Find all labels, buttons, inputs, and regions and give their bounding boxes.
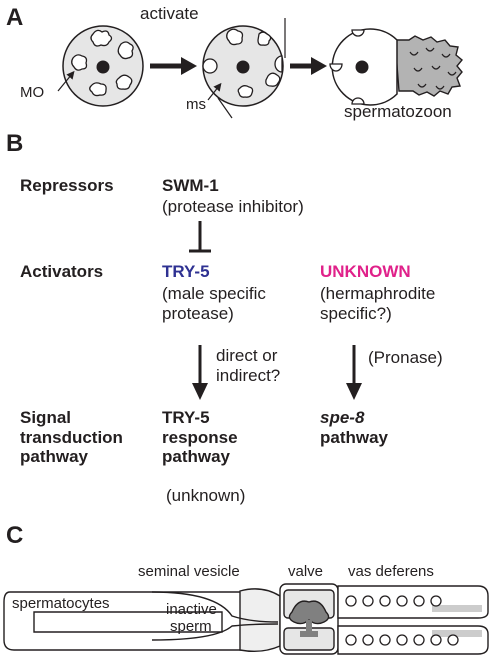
mo-label: MO — [20, 84, 45, 101]
panel-label-b: B — [6, 130, 24, 157]
panel-label-a: A — [6, 4, 24, 31]
inhibition-symbol — [189, 221, 211, 253]
swm1-description: (protease inhibitor) — [162, 197, 304, 216]
ms-label: ms — [186, 96, 206, 113]
spe8-pathway: spe-8 pathway — [320, 408, 388, 447]
panel-label-c: C — [6, 522, 24, 549]
row-signal-line-3: pathway — [20, 447, 89, 467]
direct-line-2: indirect? — [216, 365, 281, 385]
inactive-label: inactive — [166, 601, 217, 618]
activating-cell — [202, 18, 286, 119]
spe8-label: spe-8 — [320, 408, 365, 427]
unknown-description: (hermaphrodite specific?) — [320, 284, 435, 323]
spermatid-cell — [57, 25, 144, 107]
spermatozoon-label: spermatozoon — [344, 102, 452, 121]
try5-description: (male specific protease) — [162, 284, 266, 323]
unknown-label: UNKNOWN — [320, 262, 411, 281]
row-activators: Activators — [20, 262, 104, 281]
row-signal-transduction: Signal transduction pathway — [20, 408, 123, 467]
pronase-note: (Pronase) — [368, 348, 443, 367]
valve-label: valve — [288, 563, 324, 580]
spermatocytes-label: spermatocytes — [12, 595, 110, 612]
direct-indirect-note: direct or indirect? — [216, 346, 280, 385]
unknown-desc-line-1: (hermaphrodite — [320, 284, 436, 303]
try5-response-line-3: pathway — [162, 447, 231, 467]
row-repressors: Repressors — [20, 176, 114, 195]
try5-desc-line-2: protease) — [162, 303, 234, 323]
sperm-label: sperm — [170, 618, 212, 635]
arrow-unknown — [346, 345, 362, 400]
try5-response-line-2: response — [162, 427, 238, 447]
spe8-pathway-label: pathway — [320, 427, 389, 447]
arrow-a2-head — [311, 57, 327, 75]
gonad-outline — [3, 583, 489, 655]
swm1-label: SWM-1 — [162, 176, 219, 195]
try5-label: TRY-5 — [162, 262, 210, 281]
try5-response-line-1: TRY-5 — [162, 408, 210, 427]
try5-desc-line-1: (male specific — [162, 284, 266, 303]
arrow-try5 — [192, 345, 208, 400]
spermatozoon-cell — [329, 28, 463, 106]
arrow-a1-head — [181, 57, 197, 75]
membranous-organelle — [71, 29, 134, 97]
row-signal-line-1: Signal — [20, 408, 72, 427]
response-unknown-label: (unknown) — [166, 486, 246, 505]
row-signal-line-2: transduction — [20, 427, 123, 447]
sperm-cells — [345, 595, 459, 646]
unknown-desc-line-2: specific?) — [320, 303, 392, 323]
seminal-vesicle-label: seminal vesicle — [138, 563, 240, 580]
try5-response-pathway: TRY-5 response pathway — [162, 408, 238, 467]
vas-deferens-label: vas deferens — [348, 563, 434, 580]
direct-line-1: direct or — [216, 346, 278, 365]
activate-label: activate — [140, 4, 199, 23]
